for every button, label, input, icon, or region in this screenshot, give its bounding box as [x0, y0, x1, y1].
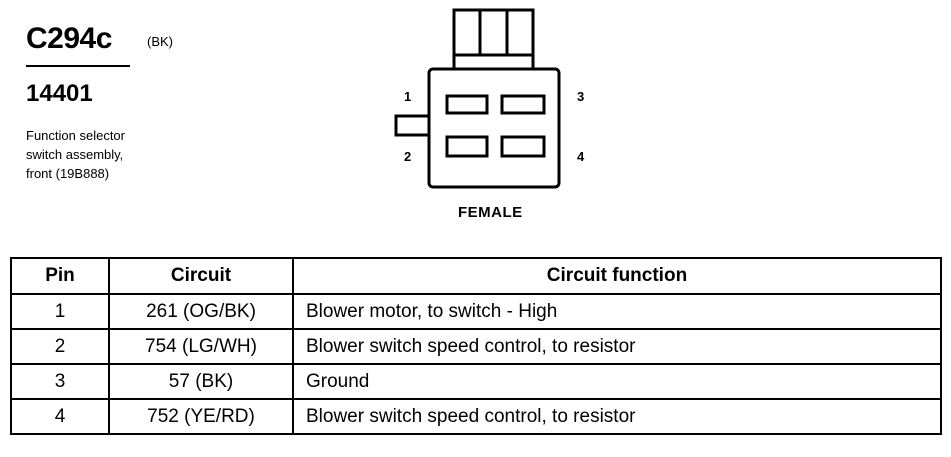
connector-id: C294c	[26, 22, 112, 55]
locking-tab	[394, 114, 431, 137]
pin-cell: 1	[10, 293, 110, 330]
connector-latch-right	[505, 8, 535, 57]
pinout-table: Pin Circuit Circuit function 1 261 (OG/B…	[10, 257, 942, 435]
part-number: 14401	[26, 80, 93, 107]
circuit-cell: 752 (YE/RD)	[108, 398, 294, 435]
connector-body	[427, 67, 561, 189]
pin-label-4: 4	[577, 149, 585, 164]
color-code: (BK)	[147, 34, 173, 49]
description-line: front (19B888)	[26, 166, 110, 181]
terminal-slot-3	[500, 94, 546, 115]
pin-label-2: 2	[404, 149, 412, 164]
pin-label-3: 3	[577, 89, 585, 104]
circuit-function-cell: Blower switch speed control, to resistor	[292, 398, 942, 435]
description-line: Function selector	[26, 128, 125, 143]
circuit-function-cell: Blower switch speed control, to resistor	[292, 328, 942, 365]
table-header-row: Pin Circuit Circuit function	[10, 257, 942, 295]
column-header-circuit-function: Circuit function	[292, 257, 942, 295]
connector-latch-middle	[478, 8, 509, 57]
circuit-cell: 57 (BK)	[108, 363, 294, 400]
table-row: 1 261 (OG/BK) Blower motor, to switch - …	[10, 293, 942, 330]
component-description: Function selector switch assembly, front…	[26, 126, 125, 183]
connector-diagram: 1 2 3 4 FEMALE	[394, 8, 585, 221]
connector-latch-left	[452, 8, 482, 57]
table-row: 3 57 (BK) Ground	[10, 363, 942, 400]
terminal-slot-1	[445, 94, 489, 115]
title-rule	[26, 65, 130, 67]
table-row: 2 754 (LG/WH) Blower switch speed contro…	[10, 328, 942, 365]
circuit-function-cell: Ground	[292, 363, 942, 400]
terminal-slot-4	[500, 135, 546, 158]
circuit-function-cell: Blower motor, to switch - High	[292, 293, 942, 330]
connector-gender-label: FEMALE	[458, 204, 523, 221]
column-header-pin: Pin	[10, 257, 110, 295]
pin-cell: 4	[10, 398, 110, 435]
latch-base	[452, 53, 535, 71]
terminal-slot-2	[445, 135, 489, 158]
description-line: switch assembly,	[26, 147, 124, 162]
column-header-circuit: Circuit	[108, 257, 294, 295]
pin-cell: 2	[10, 328, 110, 365]
connector-face-drawing	[394, 8, 561, 189]
table-row: 4 752 (YE/RD) Blower switch speed contro…	[10, 398, 942, 435]
circuit-cell: 754 (LG/WH)	[108, 328, 294, 365]
pin-label-1: 1	[404, 89, 412, 104]
circuit-cell: 261 (OG/BK)	[108, 293, 294, 330]
pin-cell: 3	[10, 363, 110, 400]
